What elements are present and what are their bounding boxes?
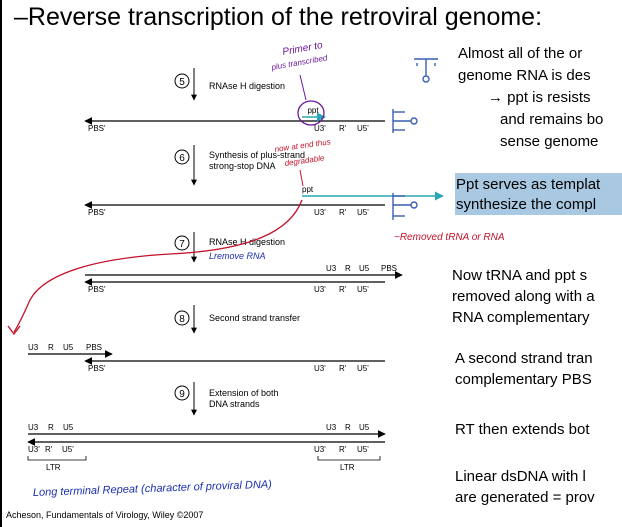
step-6-text-1: Synthesis of plus-strand	[209, 150, 305, 160]
step-5-text: RNAse H digestion	[209, 81, 285, 91]
text-p3-line2: complementary PBS	[455, 371, 592, 388]
u3-label: U3	[326, 264, 337, 273]
pbs-label: PBS	[86, 343, 102, 352]
u3-prime-label: U3'	[314, 445, 326, 454]
u5-prime-label: U5'	[357, 445, 369, 454]
highlight-box	[455, 173, 622, 215]
text-p1-line4: and remains bo	[500, 111, 604, 128]
text-highlight-line1: Ppt serves as templat	[456, 176, 601, 193]
pbs-prime-label: PBS'	[88, 208, 106, 217]
u3-prime-label: U3'	[314, 364, 326, 373]
u5-prime-label: U5'	[357, 124, 369, 133]
text-p4-line1: RT then extends bot	[455, 421, 590, 438]
handwritten-annotations: Primer to plus transcribed now at end th…	[33, 40, 505, 499]
annotation-long-terminal-repeat: Long terminal Repeat (character of provi…	[33, 479, 273, 499]
text-p5-line1: Linear dsDNA with l	[455, 468, 586, 485]
annotation-primer-2: plus transcribed	[270, 53, 329, 72]
step-6-text-2: strong-stop DNA	[209, 161, 276, 171]
u3-prime-label: U3'	[314, 285, 326, 294]
u3-label: U3	[28, 423, 39, 432]
trna-structure	[414, 58, 438, 83]
step-9-marker: 9	[174, 385, 190, 401]
ltr-bracket-right	[317, 456, 381, 461]
step-8-text: Second strand transfer	[209, 313, 300, 323]
slide-title: –Reverse transcription of the retroviral…	[14, 3, 543, 31]
r-prime-label: R'	[339, 285, 347, 294]
ltr-bracket-left	[27, 456, 87, 461]
r-label: R	[48, 423, 54, 432]
pbs-label: PBS	[381, 264, 397, 273]
text-p5-line2: are generated = prov	[455, 489, 595, 506]
svg-text:9: 9	[179, 389, 185, 400]
text-p1-line3: → ppt is resists	[488, 89, 591, 106]
u3-prime-label: U3'	[28, 445, 40, 454]
text-p3-line1: A second strand tran	[455, 350, 593, 367]
r-label: R	[48, 343, 54, 352]
u3-label: U3	[28, 343, 39, 352]
r-label: R	[345, 264, 351, 273]
svg-text:7: 7	[179, 239, 185, 250]
r-label: R	[345, 423, 351, 432]
ltr-label-left: LTR	[46, 463, 61, 472]
citation-caption: Acheson, Fundamentals of Virology, Wiley…	[6, 510, 204, 520]
left-border	[0, 0, 2, 527]
u3-label: U3	[326, 423, 337, 432]
u5-label: U5	[359, 264, 370, 273]
text-p2-line3: RNA complementary	[452, 309, 590, 326]
svg-text:8: 8	[179, 314, 185, 325]
u5-label: U5	[63, 343, 74, 352]
u5-prime-label: U5'	[357, 285, 369, 294]
u5-prime-label: U5'	[357, 208, 369, 217]
ppt-circle-annotation	[297, 100, 325, 126]
pbs-prime-label: PBS'	[88, 285, 106, 294]
text-p1-line1: Almost all of the or	[458, 45, 583, 62]
step-9-text-1: Extension of both	[209, 388, 279, 398]
trna-structure	[392, 193, 418, 220]
step-9-text-2: DNA strands	[209, 399, 260, 409]
u3-prime-label: U3'	[314, 208, 326, 217]
u5-label: U5	[63, 423, 74, 432]
ppt-label: ppt	[302, 185, 314, 194]
r-prime-label: R'	[339, 124, 347, 133]
r-prime-label: R'	[339, 445, 347, 454]
r-prime-label: R'	[339, 364, 347, 373]
text-highlight-line2: synthesize the compl	[456, 196, 597, 213]
text-p1-line5: sense genome	[500, 133, 599, 150]
pbs-prime-label: PBS'	[88, 124, 106, 133]
transfer-arrowhead	[7, 325, 21, 336]
r-prime-label: R'	[45, 445, 53, 454]
step-7-marker: 7	[174, 235, 190, 251]
ppt-label: ppt	[307, 106, 319, 115]
transfer-curve-annotation	[13, 199, 303, 333]
u3-prime-label: U3'	[314, 124, 326, 133]
pbs-prime-label: PBS'	[88, 364, 106, 373]
r-prime-label: R'	[339, 208, 347, 217]
annotation-removed: ~Removed tRNA or RNA	[394, 232, 505, 243]
u5-prime-label: U5'	[62, 445, 74, 454]
ltr-label-right: LTR	[340, 463, 355, 472]
trna-structure	[392, 109, 418, 133]
text-p1-line2: genome RNA is des	[458, 67, 591, 84]
text-p2-line1: Now tRNA and ppt s	[452, 267, 588, 284]
u5-label: U5	[359, 423, 370, 432]
step-8-marker: 8	[174, 310, 190, 326]
text-p2-line2: removed along with a	[452, 288, 595, 305]
step-6-marker: 6	[174, 149, 190, 165]
svg-text:5: 5	[179, 77, 185, 88]
step-5-marker: 5	[174, 73, 190, 89]
u5-prime-label: U5'	[357, 364, 369, 373]
svg-text:6: 6	[179, 153, 185, 164]
annotation-remove-rna: Lremove RNA	[209, 251, 266, 261]
